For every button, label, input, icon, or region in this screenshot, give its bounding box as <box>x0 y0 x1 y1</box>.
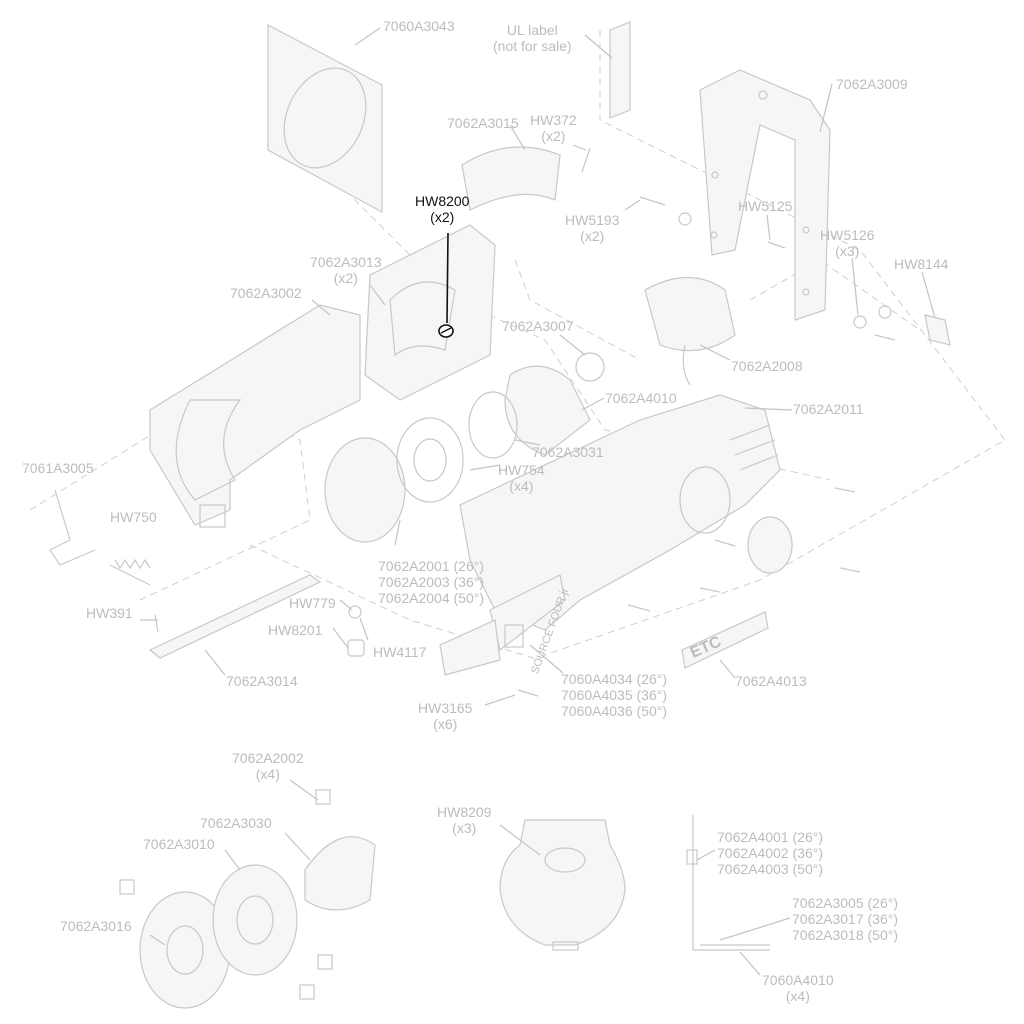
connecting-rod-part <box>49 489 151 586</box>
label-7062a4003: 7062A4003 (50°) <box>717 861 824 877</box>
label-hw779: HW779 <box>289 595 336 611</box>
label-7062a3013-line1: 7062A3013 <box>310 254 382 270</box>
label-7062a2008: 7062A2008 <box>731 358 803 374</box>
label-7062a3010: 7062A3010 <box>143 836 215 852</box>
hardware-parts <box>154 147 951 697</box>
label-hw4117: HW4117 <box>373 644 427 660</box>
label-hw754-line1: HW754 <box>498 462 545 478</box>
label-7062a3031: 7062A3031 <box>532 444 604 460</box>
label-hw5193-line1: HW5193 <box>565 212 620 228</box>
label-hw8144: HW8144 <box>894 256 949 272</box>
label-7062a3018: 7062A3018 (50°) <box>792 927 899 943</box>
logo-plate-part <box>681 611 769 669</box>
label-7062a3017: 7062A3017 (36°) <box>792 911 899 927</box>
label-hw372: HW372(x2) <box>530 112 577 144</box>
label-hw754-line2: (x4) <box>509 478 534 494</box>
color-frame-part <box>267 24 383 214</box>
rear-cap-part <box>747 516 793 574</box>
label-hw750: HW750 <box>110 509 157 525</box>
label-7062a3005-group: 7062A3005 (26°)7062A3017 (36°)7062A3018 … <box>792 895 898 943</box>
label-hw5125: HW5125 <box>738 198 793 214</box>
label-7062a3013-line2: (x2) <box>333 270 358 286</box>
label-hw8200-line1: HW8200 <box>415 193 470 209</box>
label-ul-label-line2: (not for sale) <box>493 38 572 54</box>
label-7060a4035: 7060A4035 (36°) <box>561 687 668 703</box>
label-7060a4034: 7060A4034 (26°) <box>561 671 668 687</box>
label-hw8209-line1: HW8209 <box>437 804 492 820</box>
label-ul-label-line1: UL label <box>506 22 558 38</box>
label-7062a3013: 7062A3013(x2) <box>310 254 382 286</box>
label-hw391: HW391 <box>86 605 133 621</box>
shutter-ring-parts <box>324 391 518 543</box>
lens-retainer-parts <box>686 815 770 951</box>
label-hw8200: HW8200(x2) <box>415 193 469 225</box>
lamp-socket-part <box>644 276 736 386</box>
label-7062a3009: 7062A3009 <box>836 76 908 92</box>
reflector-part <box>504 352 605 456</box>
label-7062a3014: 7062A3014 <box>226 673 298 689</box>
front-barrel-part <box>459 394 781 631</box>
label-hw5126: HW5126(x3) <box>820 227 874 259</box>
label-7061a3005: 7061A3005 <box>22 460 94 476</box>
label-hw8201: HW8201 <box>268 622 323 638</box>
label-hw8209-line2: (x3) <box>452 820 477 836</box>
label-7062a2003: 7062A2003 (36°) <box>378 574 485 590</box>
label-hw372-line2: (x2) <box>541 128 566 144</box>
label-hw3165-line1: HW3165 <box>418 700 473 716</box>
leader-lines <box>140 27 936 976</box>
label-7062a3005: 7062A3005 (26°) <box>792 895 899 911</box>
label-hw8200-line2: (x2) <box>430 209 455 225</box>
label-7062a4001-group: 7062A4001 (26°)7062A4002 (36°)7062A4003 … <box>717 829 823 877</box>
rear-housing-part <box>149 304 361 528</box>
label-7062a2001: 7062A2001 (26°) <box>378 558 485 574</box>
label-7062a3002: 7062A3002 <box>230 285 302 301</box>
label-7062a3015: 7062A3015 <box>447 115 519 131</box>
label-7062a2002-line1: 7062A2002 <box>232 750 304 766</box>
yoke-part <box>699 69 831 321</box>
label-7062a4013: 7062A4013 <box>735 673 807 689</box>
lamp-housing-part <box>364 224 496 401</box>
label-hw372-line1: HW372 <box>530 112 577 128</box>
label-7062a2002: 7062A2002(x4) <box>232 750 304 782</box>
label-7060a4036: 7060A4036 (50°) <box>561 703 668 719</box>
label-hw5193: HW5193(x2) <box>565 212 619 244</box>
label-7060a3043: 7060A3043 <box>383 18 455 34</box>
label-7062a4001: 7062A4001 (26°) <box>717 829 824 845</box>
label-7062a2011: 7062A2011 <box>793 401 864 417</box>
top-shield-part <box>461 146 561 211</box>
label-7062a2004: 7062A2004 (50°) <box>378 590 485 606</box>
label-7062a3030: 7062A3030 <box>200 815 272 831</box>
label-7060a4034-group: 7060A4034 (26°)7060A4035 (36°)7060A4036 … <box>561 671 667 719</box>
label-hw5126-line1: HW5126 <box>820 227 875 243</box>
lens-tube-part <box>439 574 566 676</box>
label-7062a4010: 7062A4010 <box>605 390 677 406</box>
gate-parts <box>119 789 376 1009</box>
label-hw3165-line2: (x6) <box>433 716 458 732</box>
label-hw754: HW754(x4) <box>498 462 545 494</box>
label-7062a2001-group: 7062A2001 (26°)7062A2003 (36°)7062A2004 … <box>378 558 484 606</box>
label-7060a4010: 7060A4010(x4) <box>762 972 834 1004</box>
label-hw5193-line2: (x2) <box>580 228 605 244</box>
ul-label-part <box>609 21 631 119</box>
label-hw8209: HW8209(x3) <box>437 804 491 836</box>
label-7060a4010-line1: 7060A4010 <box>762 972 834 988</box>
gobo-holder-part <box>499 819 626 951</box>
label-7062a2002-line2: (x4) <box>255 766 280 782</box>
label-7062a3016: 7062A3016 <box>60 918 132 934</box>
label-hw3165: HW3165(x6) <box>418 700 472 732</box>
label-ul-label: UL label(not for sale) <box>493 22 572 54</box>
hw8200-screw-part <box>438 232 454 338</box>
bottom-rail-part <box>148 574 322 659</box>
label-7062a3007: 7062A3007 <box>502 318 574 334</box>
label-7060a4010-line2: (x4) <box>785 988 810 1004</box>
label-hw5126-line2: (x3) <box>835 243 860 259</box>
label-7062a4002: 7062A4002 (36°) <box>717 845 824 861</box>
